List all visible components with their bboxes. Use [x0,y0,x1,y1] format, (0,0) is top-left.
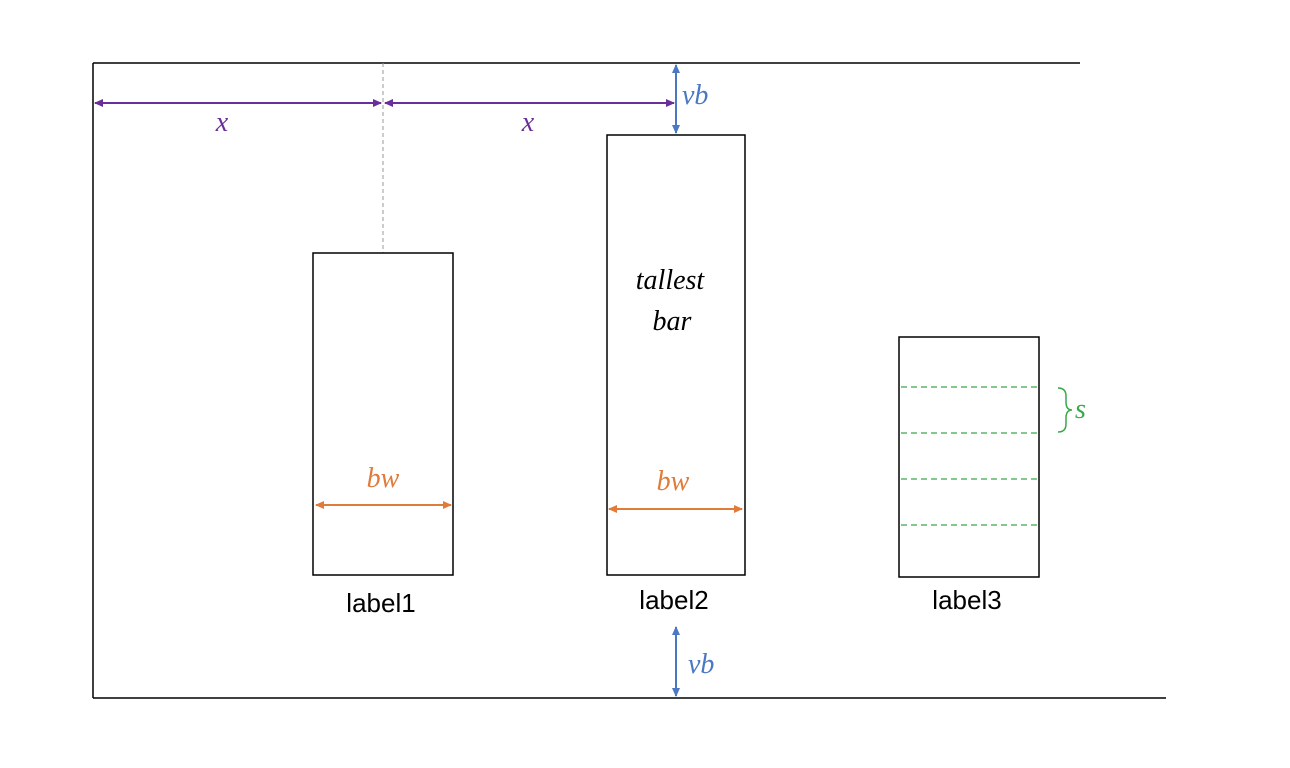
s-label: s [1075,394,1086,425]
bw-bar2-label: bw [657,466,690,497]
x-right-label: x [521,107,535,138]
tallest-bar-text-line1: tallest [636,265,706,296]
s-brace [1057,387,1073,433]
tallest-bar-text-line2: bar [653,306,692,337]
x-left-label: x [215,107,229,138]
bar3 [898,336,1040,578]
bar2-label: label2 [639,585,708,615]
bar1-label: label1 [346,588,415,618]
bar1 [312,252,454,576]
bar2 [606,134,746,576]
bar3-label: label3 [932,585,1001,615]
vb-top-label: vb [682,80,708,111]
bw-bar1-label: bw [367,463,400,494]
vb-bottom-label: vb [688,649,714,680]
